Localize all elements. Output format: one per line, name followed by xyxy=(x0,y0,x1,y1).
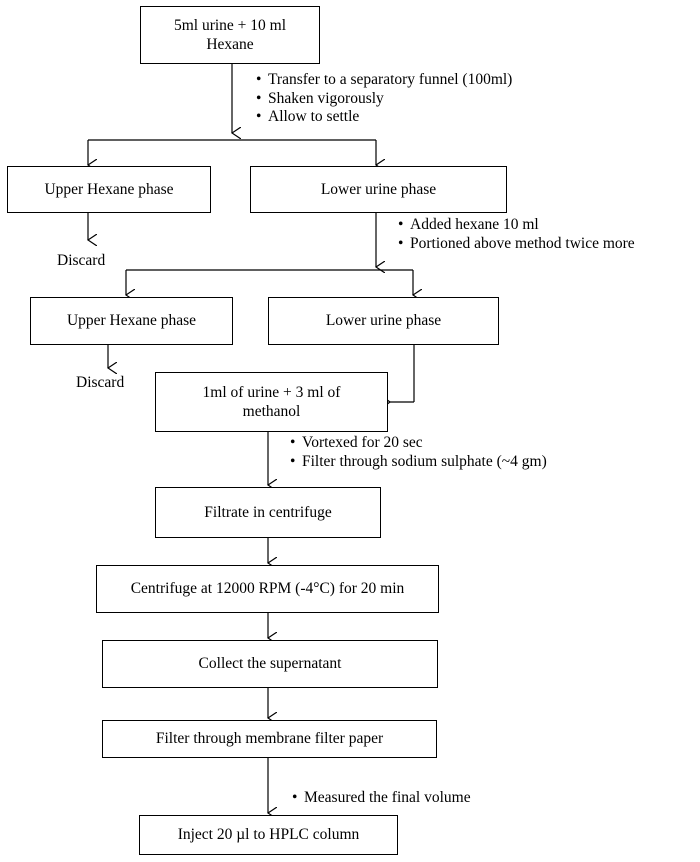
discard-label-2: Discard xyxy=(76,374,125,391)
step4-note-line-1: •Measured the final volume xyxy=(292,789,471,806)
step1-note: •Transfer to a separatory funnel (100ml)… xyxy=(256,71,512,127)
membrane-filter-box: Filter through membrane filter paper xyxy=(102,720,437,758)
step3-note-line-2: •Filter through sodium sulphate (~4 gm) xyxy=(290,452,547,470)
lower-urine-box-1: Lower urine phase xyxy=(250,166,507,213)
supernatant-box: Collect the supernatant xyxy=(102,640,438,688)
start-box: 5ml urine + 10 ml Hexane xyxy=(140,6,320,64)
step1-note-line-1: •Transfer to a separatory funnel (100ml) xyxy=(256,71,513,88)
step1-note-line-2: •Shaken vigorously xyxy=(256,89,384,107)
step3-note-line-1: •Vortexed for 20 sec xyxy=(290,434,423,451)
discard-label-1: Discard xyxy=(57,252,106,269)
filtrate-box: Filtrate in centrifuge xyxy=(155,487,381,538)
urine-methanol-box: 1ml of urine + 3 ml of methanol xyxy=(155,372,388,432)
centrifuge-box: Centrifuge at 12000 RPM (-4°C) for 20 mi… xyxy=(96,565,439,613)
step4-note: •Measured the final volume xyxy=(292,789,471,808)
step3-note: •Vortexed for 20 sec •Filter through sod… xyxy=(290,434,547,471)
upper-hexane-box-2: Upper Hexane phase xyxy=(30,297,233,345)
lower-urine-box-2: Lower urine phase xyxy=(268,297,499,345)
upper-hexane-box-1: Upper Hexane phase xyxy=(7,166,211,213)
step2-note-line-2: •Portioned above method twice more xyxy=(398,234,635,252)
inject-hplc-box: Inject 20 µl to HPLC column xyxy=(139,815,398,855)
step1-note-line-3: •Allow to settle xyxy=(256,108,360,126)
step2-note-line-1: •Added hexane 10 ml xyxy=(398,216,539,233)
step2-note: •Added hexane 10 ml •Portioned above met… xyxy=(398,216,635,253)
